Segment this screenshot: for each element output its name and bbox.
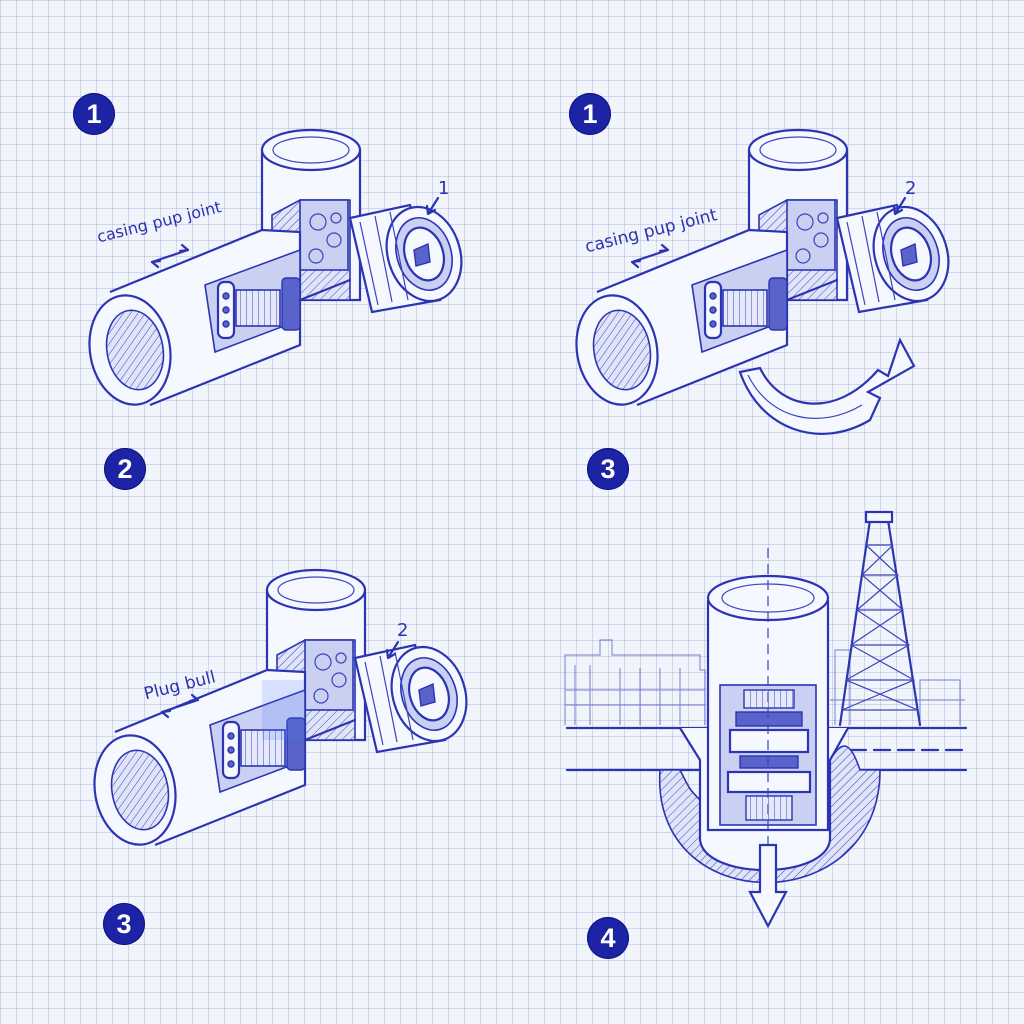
step-badge: 3 xyxy=(103,903,145,945)
assembly-panel-3 xyxy=(84,568,480,853)
step-badge: 4 xyxy=(587,917,629,959)
step-badge: 2 xyxy=(104,448,146,490)
callout-number: 2 xyxy=(397,620,409,641)
assembly-panel-1 xyxy=(79,128,475,413)
step-badge: 1 xyxy=(569,93,611,135)
step-badge: 1 xyxy=(73,93,115,135)
assembly-panel-2 xyxy=(566,128,962,435)
step-badge: 3 xyxy=(587,448,629,490)
down-arrow-icon xyxy=(748,843,788,929)
callout-number: 2 xyxy=(905,178,917,199)
callout-number: 1 xyxy=(438,178,450,199)
oil-derrick-icon xyxy=(838,510,922,727)
curved-arrow-icon xyxy=(738,337,916,435)
refinery-background xyxy=(564,639,965,725)
well-panel xyxy=(564,510,968,929)
